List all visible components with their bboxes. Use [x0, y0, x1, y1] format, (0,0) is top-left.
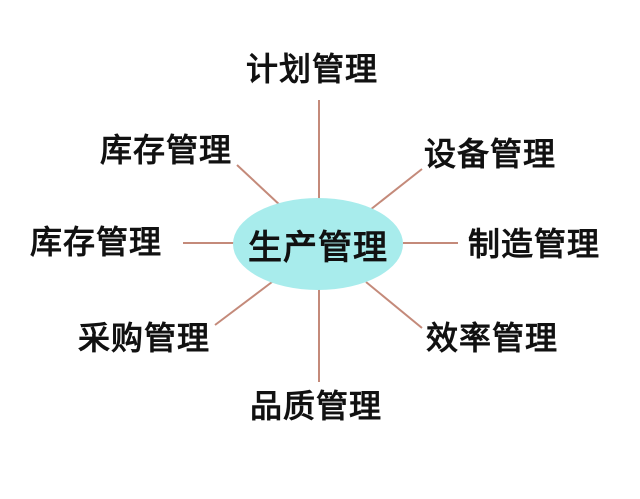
center-node: 生产管理 [233, 198, 403, 290]
node-lower-right: 效率管理 [426, 319, 559, 357]
connector-lower-left [214, 281, 273, 326]
connector-upper-right [369, 168, 423, 211]
node-bottom: 品质管理 [250, 387, 383, 425]
center-node-label: 生产管理 [248, 227, 388, 268]
connector-lower-right [365, 281, 423, 329]
node-top: 计划管理 [246, 50, 379, 88]
node-upper-right: 设备管理 [424, 135, 557, 173]
node-left: 库存管理 [30, 223, 163, 261]
node-lower-left: 采购管理 [78, 319, 211, 357]
node-upper-left: 库存管理 [100, 131, 233, 169]
node-right: 制造管理 [468, 225, 601, 263]
connector-upper-left [236, 164, 283, 208]
